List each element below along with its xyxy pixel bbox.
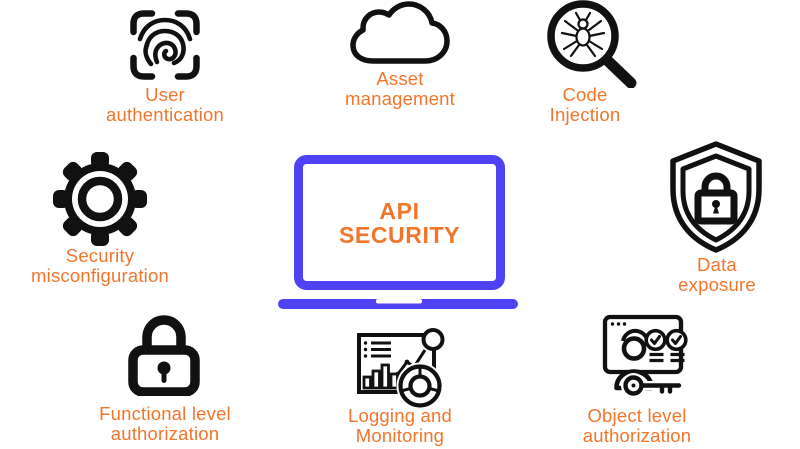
data-exposure-label: Data exposure xyxy=(678,254,756,295)
functional-level-authorization-label: Functional level authorization xyxy=(99,403,231,444)
gear-icon xyxy=(53,152,147,246)
object-level-authorization-label: Object level authorization xyxy=(582,405,692,446)
code-injection-label: Code Injection xyxy=(549,84,621,125)
shield-lock-icon xyxy=(666,141,766,253)
cloud-icon xyxy=(348,0,452,64)
padlock-icon xyxy=(128,312,200,396)
api-security-title-line1: API xyxy=(379,198,420,224)
bug-magnifier-icon xyxy=(530,0,640,88)
api-security-title-line2: SECURITY xyxy=(338,222,461,248)
logging-monitoring-label: Logging and Monitoring xyxy=(347,405,453,446)
fingerprint-scan-icon xyxy=(127,7,203,83)
permissions-key-icon xyxy=(598,310,688,398)
asset-management-label: Asset management xyxy=(345,68,455,109)
laptop-icon xyxy=(276,150,520,310)
monitoring-dashboard-icon xyxy=(352,322,462,410)
security-misconfiguration-label: Security misconfiguration xyxy=(31,245,169,286)
user-authentication-label: User authentication xyxy=(105,84,224,125)
